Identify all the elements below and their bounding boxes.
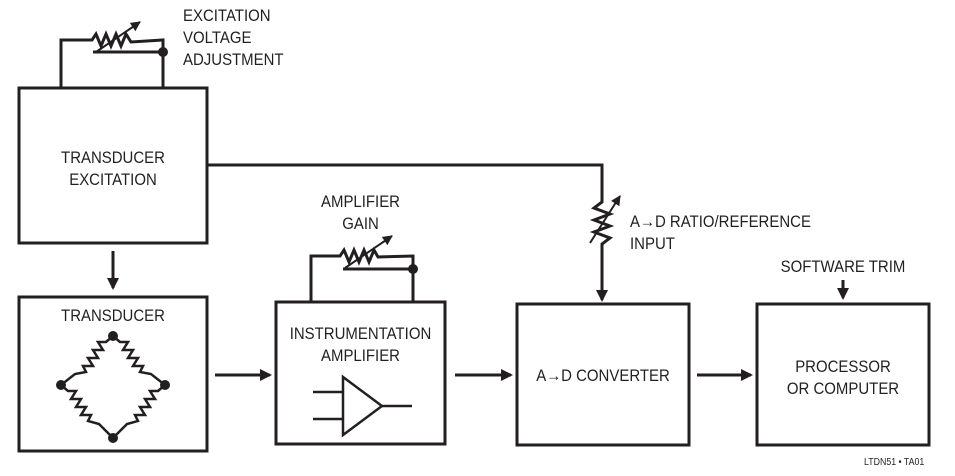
processor-block [755, 302, 931, 447]
processor-label-2: OR COMPUTER [786, 379, 900, 398]
excitation-adjust-label-2: VOLTAGE [183, 28, 252, 47]
ad-converter-block [515, 302, 691, 447]
amplifier-gain-potentiometer [309, 235, 418, 302]
ad-ratio-label-1: A→D RATIO/REFERENCE [630, 212, 811, 231]
instrumentation-amplifier-block [274, 300, 447, 446]
excitation-adjust-label-3: ADJUSTMENT [183, 50, 284, 69]
instrumentation-amplifier-label-1: INSTRUMENTATION [289, 324, 432, 343]
excitation-adjust-label-1: EXCITATION [183, 6, 271, 25]
amplifier-gain-label-2: GAIN [342, 214, 379, 233]
excitation-trim-potentiometer [59, 21, 168, 88]
amplifier-gain-label-1: AMPLIFIER [321, 192, 400, 211]
figure-id: LTDN51 • TA01 [864, 457, 925, 468]
wheatstone-bridge [56, 331, 170, 443]
transducer-excitation-label-1: TRANSDUCER [61, 148, 165, 167]
ad-converter-label: A→D CONVERTER [536, 366, 670, 385]
amplifier-symbol [313, 374, 412, 438]
software-trim-label: SOFTWARE TRIM [780, 257, 906, 276]
transducer-label: TRANSDUCER [61, 306, 165, 325]
ad-ratio-label-2: INPUT [630, 234, 675, 253]
transducer-excitation-label-2: EXCITATION [69, 170, 157, 189]
transducer-block [17, 295, 209, 453]
instrumentation-amplifier-label-2: AMPLIFIER [321, 346, 400, 365]
processor-label-1: PROCESSOR [795, 357, 891, 376]
